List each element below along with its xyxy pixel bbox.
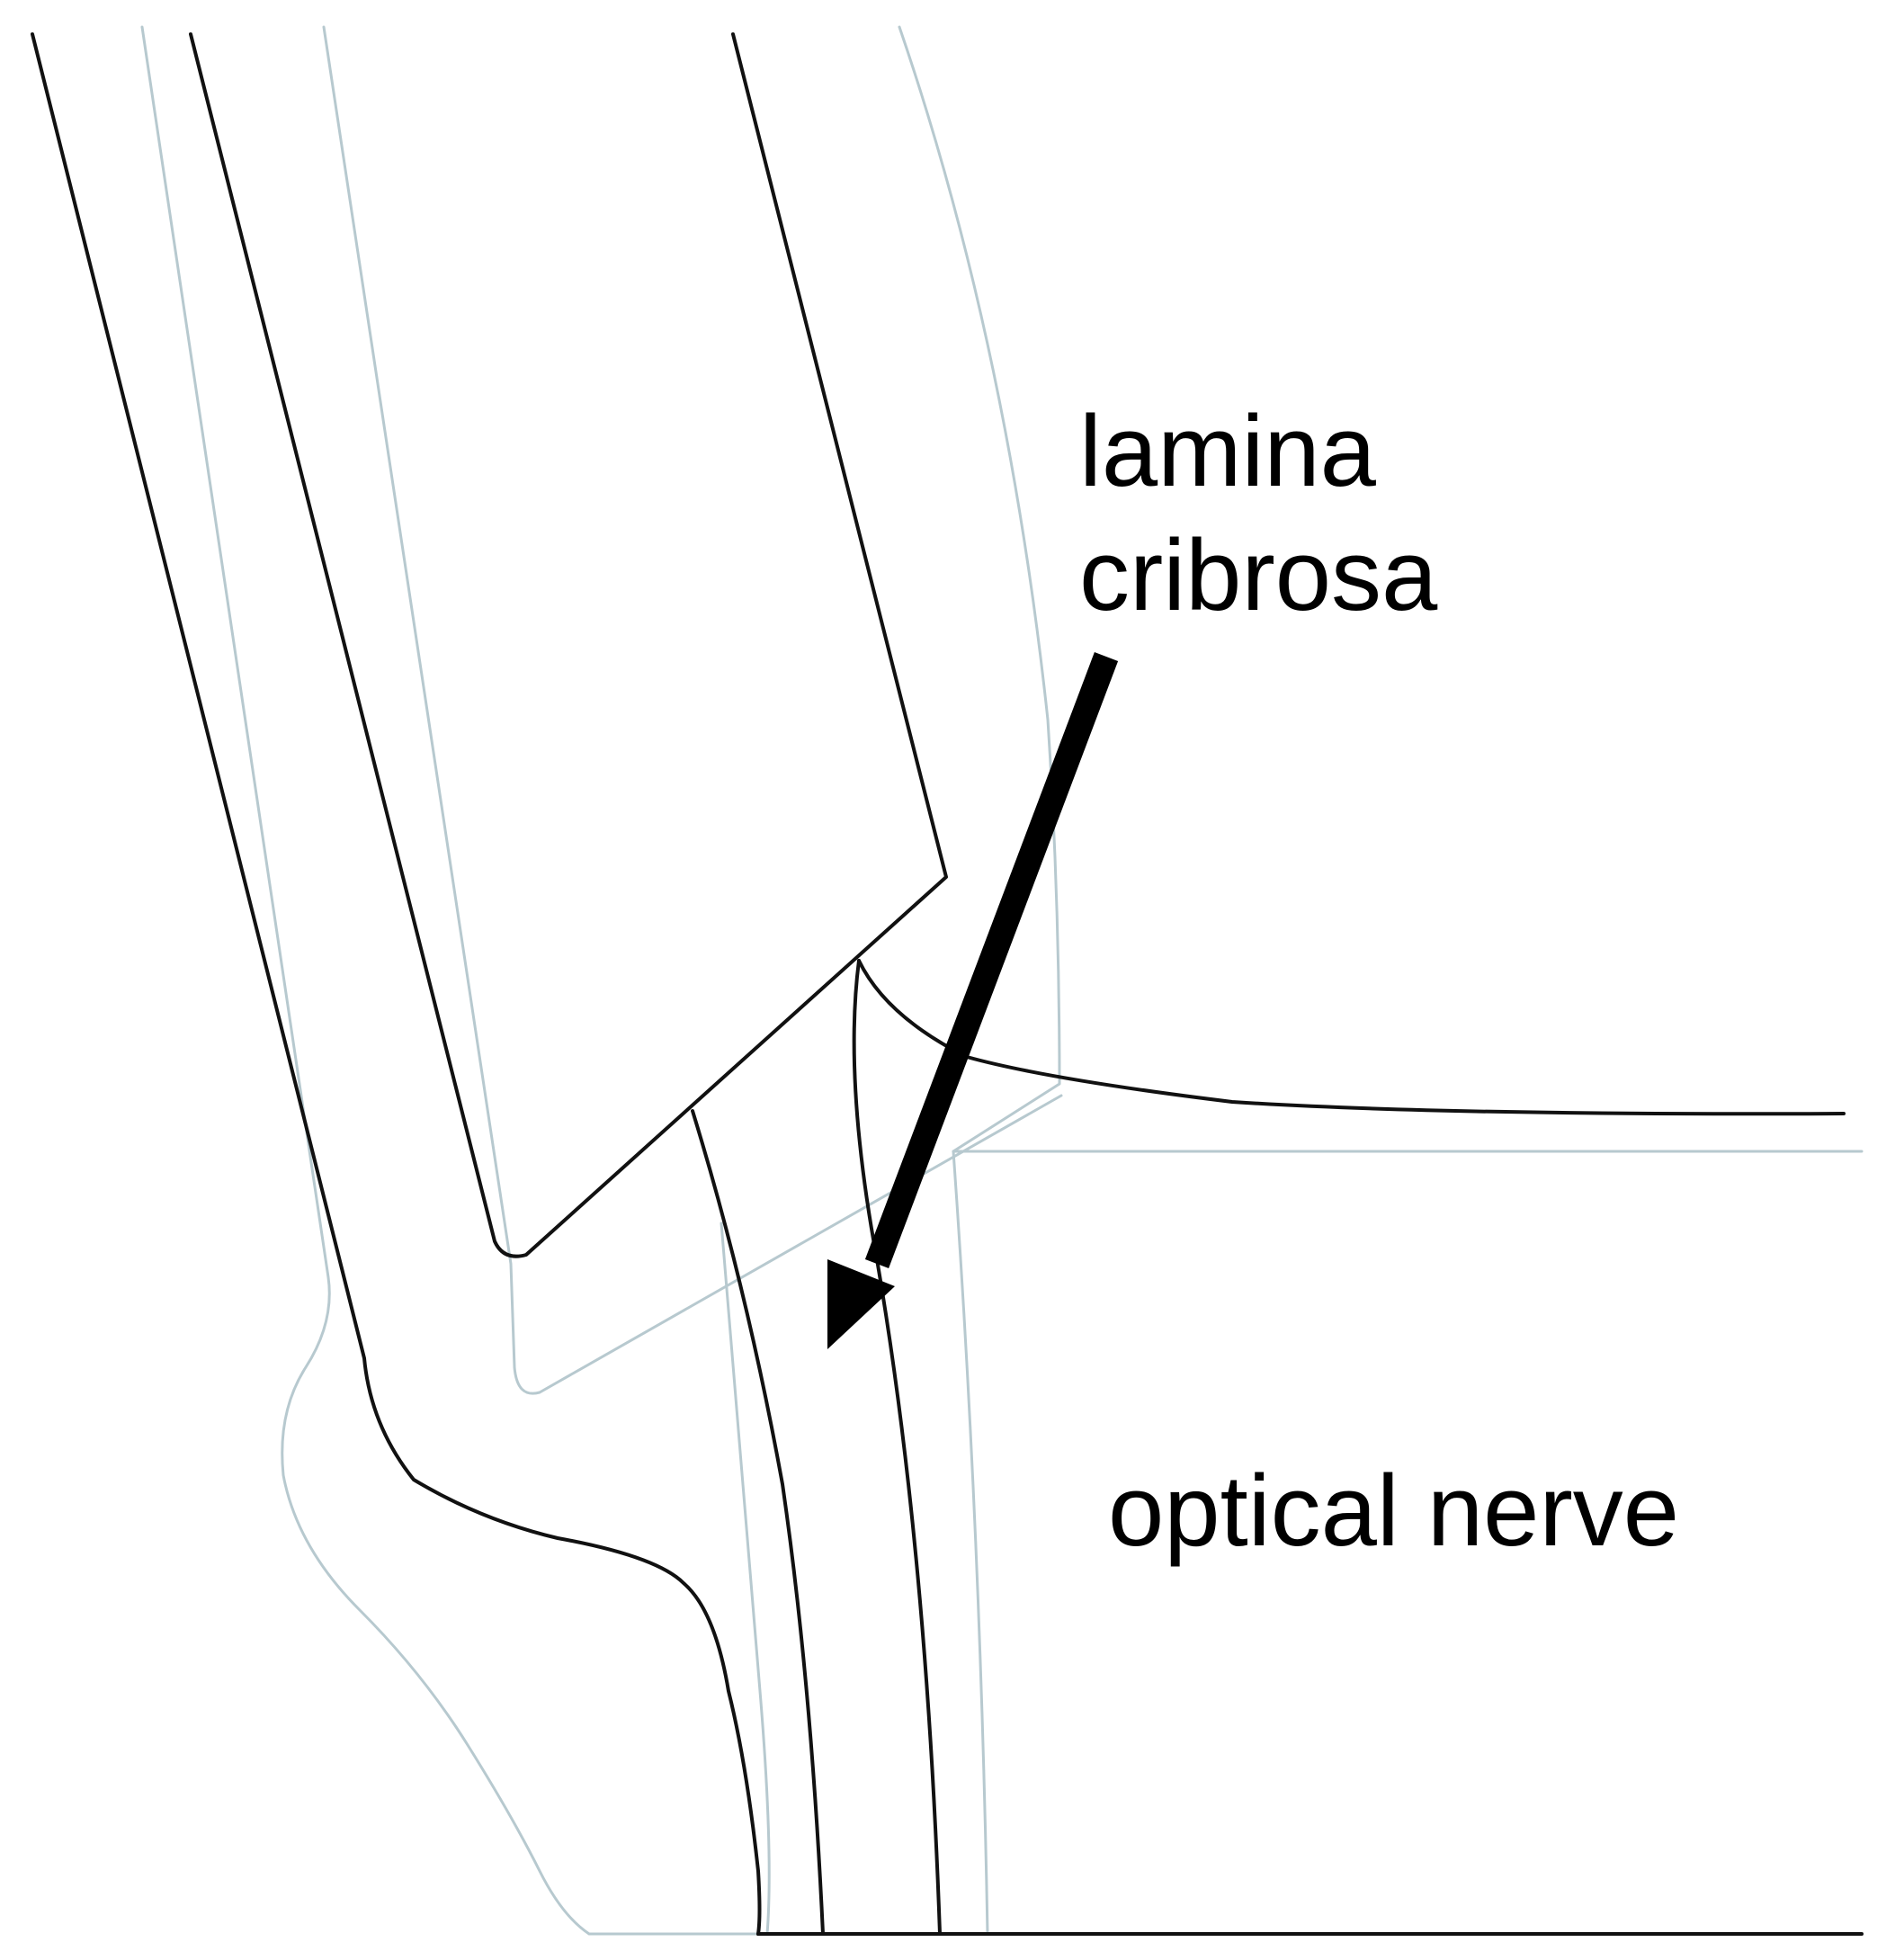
lamina-label-line2: cribrosa bbox=[1079, 519, 1438, 631]
arrow-shaft bbox=[864, 652, 1119, 1268]
sclera-dark-inner-boundary bbox=[189, 32, 948, 1258]
sclera-light-outer-boundary bbox=[898, 25, 1864, 1153]
outer-sheath-light-left bbox=[140, 25, 1864, 1936]
outer-sheath-dark bbox=[31, 32, 762, 1936]
nerve-light-left bbox=[720, 1222, 771, 1936]
lamina-pointer-arrow bbox=[827, 652, 1119, 1349]
nerve-light-right bbox=[952, 1150, 989, 1936]
lamina-label-line1: lamina bbox=[1079, 395, 1377, 507]
sclera-light-inner-boundary bbox=[322, 25, 1063, 1395]
nerve-dark-left bbox=[691, 1109, 825, 1936]
arrow-head bbox=[827, 1259, 895, 1349]
dark-tissue-outlines bbox=[31, 32, 1864, 1936]
nerve-dark-right bbox=[852, 959, 942, 1936]
light-tissue-outlines bbox=[140, 25, 1864, 1936]
lamina-cribrosa-dark-curve bbox=[857, 959, 1846, 1116]
optical-nerve-label: optical nerve bbox=[1108, 1454, 1679, 1567]
